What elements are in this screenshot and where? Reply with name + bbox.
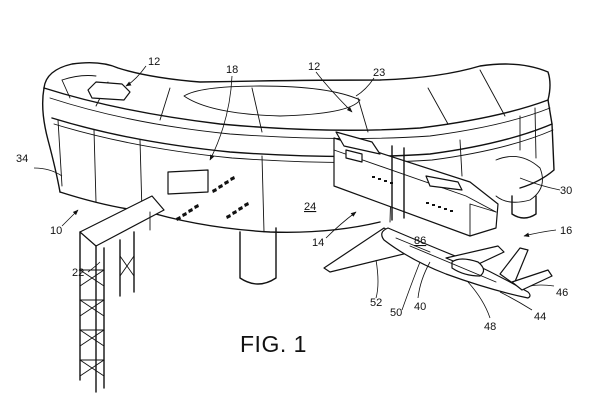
ref-16: 16: [560, 225, 572, 237]
passenger-dots: [176, 176, 249, 221]
figure-caption: FIG. 1: [240, 331, 307, 357]
ref-14: 14: [312, 237, 324, 249]
leader-lines: [33, 65, 561, 319]
building-structure: [41, 61, 555, 233]
ref-22: 22: [72, 267, 84, 279]
ref-30: 30: [560, 185, 572, 197]
rotunda: [495, 155, 543, 219]
ref-24: 24: [304, 201, 316, 213]
ref-12-left: 12: [148, 56, 160, 68]
access-stair-tower: [79, 195, 165, 393]
wall-displays: [167, 169, 249, 221]
ref-10: 10: [50, 225, 62, 237]
ref-23: 23: [373, 67, 385, 79]
ref-48: 48: [484, 321, 496, 333]
ref-86: 86: [414, 235, 426, 247]
ref-12-right: 12: [308, 61, 320, 73]
ref-40: 40: [414, 301, 426, 313]
ref-44: 44: [534, 311, 546, 323]
support-column: [239, 227, 277, 285]
ref-50: 50: [390, 307, 402, 319]
reference-numerals: 12 18 12 23 34 30 24 16 10 14 86 22 52 5…: [16, 56, 572, 333]
boarding-bridge: [333, 131, 499, 237]
aircraft: [323, 227, 553, 299]
ref-46: 46: [556, 287, 568, 299]
ref-18: 18: [226, 64, 238, 76]
ref-52: 52: [370, 297, 382, 309]
ref-34: 34: [16, 153, 28, 165]
